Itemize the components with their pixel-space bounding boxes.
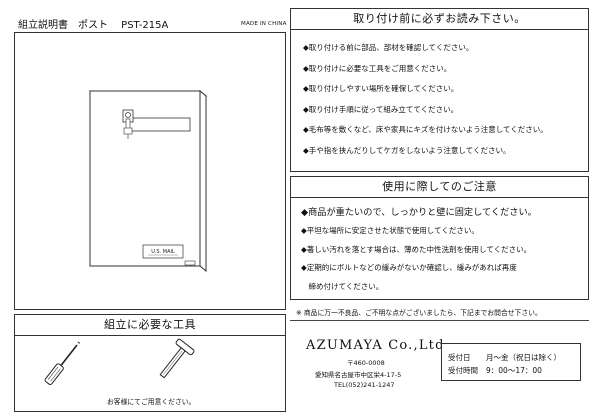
- caution-item: ◆取り付けに必要な工具をご用意ください。: [303, 63, 452, 73]
- hours-time-row: 受付時間 9：00～17：00: [448, 365, 542, 376]
- made-in-label: MADE IN CHINA: [241, 21, 287, 27]
- hours-day-row: 受付日 月～金（祝日は除く）: [448, 352, 561, 363]
- defect-notice: ※ 商品に万一不良品、ご不明な点がございましたら、下記までお問合せ下さい。: [296, 309, 542, 317]
- usage-item: 締め付けてください。: [301, 281, 384, 291]
- mail-plate-label: U.S. MAIL: [151, 249, 175, 255]
- hours-time-label: 受付時間: [448, 366, 478, 375]
- screwdriver-icon: [44, 341, 81, 385]
- tools-note: お客様にてご用意ください。: [107, 398, 196, 406]
- usage-item: ◆定期的にボルトなどの緩みがないか確認し、緩みがあれば再度: [301, 263, 517, 273]
- caution-item: ◆毛布等を敷くなど、床や家具にキズを付けないよう注意してください。: [303, 125, 548, 135]
- caution-item: ◆取り付け手順に従って組み立ててください。: [303, 104, 459, 114]
- product-illustration-panel: U.S. MAIL: [14, 32, 286, 310]
- usage-item: ◆平坦な場所に安定させた状態で使用してください。: [301, 226, 479, 236]
- usage-title: 使用に際してのご注意: [291, 177, 588, 198]
- mailbox-illustration: U.S. MAIL: [88, 89, 208, 273]
- mail-plate: [142, 244, 184, 259]
- hours-time-value: 9：00～17：00: [486, 366, 542, 375]
- usage-notes-box: 使用に際してのご注意 ◆商品が重たいので、しっかりと壁に固定してください。 ◆平…: [290, 176, 589, 300]
- notice-divider: [290, 320, 589, 321]
- manual-title: 組立説明書 ポスト PST-215A: [18, 20, 169, 31]
- company-zip: 〒460-0008: [347, 359, 385, 367]
- usage-item: ◆著しい汚れを落とす場合は、薄めた中性洗剤を使用してください。: [301, 244, 532, 254]
- caution-title: 取り付け前に必ずお読み下さい。: [291, 9, 588, 30]
- caution-item: ◆取り付けしやすい場所を確保してください。: [303, 84, 459, 94]
- caution-item: ◆取り付ける前に部品、部材を確認してください。: [303, 43, 474, 52]
- mailbox-side: [199, 89, 207, 273]
- caution-list: ◆取り付ける前に部品、部材を確認してください。 ◆取り付けに必要な工具をご用意く…: [303, 42, 583, 166]
- lock-key-icon: [122, 109, 134, 139]
- hex-wrench-icon: [159, 338, 195, 379]
- service-hours-box: 受付日 月～金（祝日は除く） 受付時間 9：00～17：00: [441, 343, 581, 381]
- company-tel: TEL(052)241-1247: [334, 381, 395, 389]
- usage-list: ◆商品が重たいので、しっかりと壁に固定してください。 ◆平坦な場所に安定させた状…: [301, 207, 586, 299]
- usage-item: ◆商品が重たいので、しっかりと壁に固定してください。: [301, 207, 537, 218]
- required-tools-box: 組立に必要な工具 お客様にてご用意ください。: [14, 314, 286, 412]
- pre-install-caution-box: 取り付け前に必ずお読み下さい。 ◆取り付ける前に部品、部材を確認してください。 …: [290, 8, 589, 172]
- hours-day-label: 受付日: [448, 353, 471, 362]
- tools-title: 組立に必要な工具: [15, 315, 285, 336]
- hours-day-value: 月～金（祝日は除く）: [486, 353, 561, 362]
- caution-item: ◆手や指を挟んだりしてケガをしないよう注意してください。: [303, 145, 511, 155]
- company-name: AZUMAYA Co.,Ltd.: [306, 338, 450, 353]
- company-address: 愛知県名古屋市中区栄4-17-5: [315, 371, 402, 379]
- mail-slot: [128, 117, 191, 132]
- mailbox-front: [89, 90, 201, 267]
